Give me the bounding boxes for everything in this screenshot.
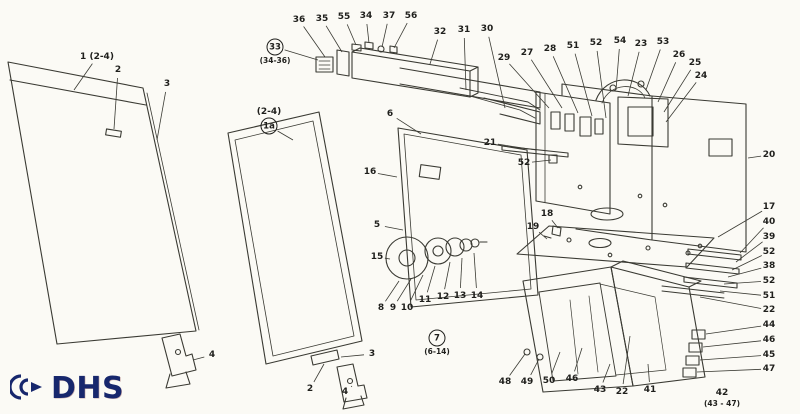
leader-line-39 (735, 241, 763, 263)
door-hinge-left (161, 333, 197, 377)
lower-cabinet-side (610, 266, 706, 387)
leader-line-23 (627, 51, 640, 97)
leader-line-26 (657, 62, 677, 103)
leader-line-53 (645, 49, 661, 91)
leader-line-12 (444, 261, 451, 290)
leader-line-51 (719, 290, 762, 296)
leader-line-52 (596, 50, 607, 119)
tub-panel (535, 91, 611, 215)
cabinet-side-panel (651, 95, 747, 253)
leader-line-9 (396, 278, 412, 302)
leader-line-19 (538, 231, 548, 240)
leader-line-49 (530, 358, 540, 376)
leader-line-20 (747, 155, 762, 159)
leader-line-4 (350, 385, 353, 388)
inner-door-liner (227, 111, 363, 365)
leader-line-33 (284, 49, 319, 61)
leader-line-54 (615, 48, 620, 91)
leader-line-30 (488, 36, 506, 109)
leader-line-1a (277, 130, 294, 141)
outer-door-panel (7, 61, 197, 345)
leader-line-27 (530, 59, 563, 109)
leader-line-38 (727, 267, 762, 278)
leader-line-15 (384, 257, 391, 260)
leader-line-2 (113, 77, 118, 130)
line-art (7, 41, 747, 410)
leader-line-56 (393, 22, 408, 49)
leader-line-52 (731, 255, 762, 271)
leader-line-5 (384, 226, 404, 231)
leader-line-24 (665, 82, 697, 123)
leader-line-45 (699, 355, 762, 361)
leader-line-16 (377, 173, 398, 178)
leader-line-28 (552, 56, 579, 114)
dhs-logo-icon (8, 373, 46, 405)
leader-line-18 (551, 220, 559, 229)
console-bar (351, 51, 471, 98)
leader-line-22 (699, 296, 762, 309)
leader-line-1 (2-4) (73, 63, 93, 91)
leader-line-14 (473, 252, 477, 289)
leader-line-2 (313, 363, 325, 383)
leader-line-50 (551, 351, 561, 374)
leader-line-52 (531, 159, 552, 163)
leader-line-4 (192, 356, 205, 361)
leader-line-46 (574, 347, 583, 372)
dhs-logo-text: DHS (51, 371, 125, 406)
leader-line-29 (509, 63, 550, 109)
leader-line-21 (497, 143, 537, 151)
leader-line-52 (723, 281, 762, 285)
base-platform (516, 225, 715, 268)
leader-line-35 (325, 25, 343, 53)
leader-line-43 (602, 363, 611, 383)
leader-lines (73, 22, 764, 388)
leader-line-37 (381, 23, 388, 48)
leader-line-46 (702, 340, 762, 348)
door-front-panel (397, 127, 539, 308)
leader-line-13 (460, 257, 463, 289)
leader-line-3 (156, 91, 166, 141)
leader-line-55 (346, 24, 357, 46)
leader-line-17 (717, 210, 763, 238)
leader-line-47 (696, 368, 762, 373)
leader-line-22 (622, 335, 631, 385)
door-hinge-right (336, 363, 368, 403)
leader-line-32 (429, 39, 438, 65)
leader-line-51 (574, 53, 593, 117)
leader-line-8 (385, 280, 400, 302)
leader-line-34 (366, 23, 370, 44)
console-vent (315, 56, 334, 73)
leader-line-3 (340, 354, 365, 358)
leader-line-36 (303, 26, 326, 58)
leader-line-44 (705, 325, 762, 335)
leader-line-41 (647, 363, 650, 383)
leader-line-48 (509, 353, 526, 376)
leader-line-25 (663, 69, 692, 113)
leader-line-40 (739, 227, 764, 254)
leader-line-31 (463, 37, 467, 91)
dhs-logo: DHS (8, 371, 125, 407)
leader-line-6 (396, 117, 422, 135)
leader-line-10 (410, 274, 424, 301)
leader-line-11 (426, 265, 436, 293)
